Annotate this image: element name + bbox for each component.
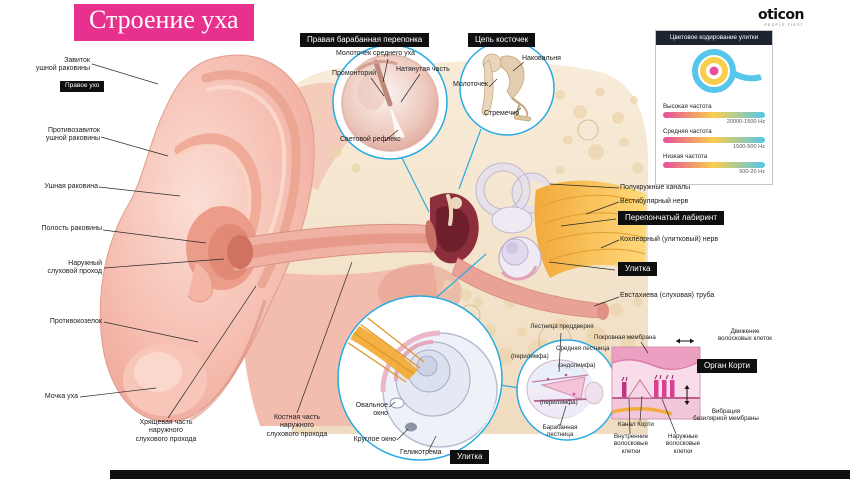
eardrum-badge: Правая барабанная перепонка [300, 33, 430, 47]
eustachian-tube [451, 257, 609, 320]
cochlea-color-coding-panel: Цветовое кодирование улитки Высокая част… [655, 30, 773, 185]
label-scala-media: Средняя лестница [556, 345, 610, 352]
right-ear-badge: Правое ухо [60, 81, 105, 92]
label-inner-hair-cells: Внутренние волосковые клетки [613, 433, 649, 455]
label-antitragus: Противокозелок [49, 318, 102, 325]
label-vestibular-nerve: Вестибулярный нерв [620, 198, 689, 205]
label-tectorial-membrane: Покровная мембрана [594, 334, 656, 341]
ear-canal [227, 194, 462, 272]
label-cochlear-nerve: Кохлеарный (улитковый) нерв [620, 236, 719, 243]
membranous-labyrinth-badge: Перепончатый лабиринт [618, 211, 725, 225]
label-auricle: Ушная раковина [44, 183, 98, 190]
label-perilymph-top: (перилимфа) [511, 353, 549, 360]
freq-range: 1500-500 Hz [732, 144, 765, 151]
semicircular-canals [475, 162, 553, 234]
label-earlobe: Мочка уха [44, 393, 78, 400]
cochlea-main [498, 236, 542, 281]
label-eustachian-tube: Евстахиева (слуховая) труба [620, 292, 715, 299]
color-panel-title: Цветовое кодирование улитки [656, 31, 772, 46]
label-malleus: Молоточек [452, 81, 488, 88]
page-title: Строение уха [74, 4, 254, 41]
auditory-nerve [534, 180, 646, 278]
freq-row-low: Низкая частота 500-20 Hz [656, 153, 772, 175]
label-scala-vestibuli: Лестница преддверия [530, 323, 594, 330]
freq-range: 20000-1500 Hz [726, 119, 765, 126]
label-helix: Завиток ушной раковины [35, 57, 90, 73]
freq-label: Высокая частота [663, 103, 712, 111]
label-incus: Наковальня [522, 55, 561, 62]
label-semicircular-canals: Полукружные каналы [620, 184, 691, 191]
label-cartilaginous-canal: Хрящевая часть наружного слухового прохо… [135, 419, 197, 443]
organ-of-corti-inset [611, 338, 701, 420]
label-promontory: Промонторий [332, 70, 377, 77]
freq-row-mid: Средняя частота 1500-500 Hz [656, 128, 772, 150]
leader-lines [79, 58, 677, 453]
label-antihelix: Противозавиток ушной раковины [45, 127, 100, 143]
label-outer-hair-cells: Наружные волосковые клетки [665, 433, 701, 455]
label-round-window: Круглое окно [353, 436, 396, 443]
cochlea-badge-right: Улитка [618, 262, 658, 276]
freq-bar [663, 112, 765, 119]
label-endolymph: (эндолимфа) [558, 362, 596, 369]
cochlea-inset [337, 295, 503, 461]
label-pars-tensa: Натянутая часть [396, 66, 450, 73]
label-stapes: Стремечко [484, 110, 520, 117]
brand-logo: oticon PEOPLE FIRST [748, 7, 805, 27]
label-helicotrema: Геликотрема [400, 449, 442, 456]
footer-bar [110, 470, 850, 479]
label-hair-cell-movement: Движение волосковых клеток [717, 328, 773, 343]
label-concha: Полость раковины [41, 225, 102, 232]
brand-name: oticon [758, 7, 805, 23]
label-oval-window: Овальное окно [355, 402, 388, 418]
freq-bar [663, 137, 765, 144]
freq-range: 500-20 Hz [739, 169, 765, 176]
label-perilymph-bottom: (перилимфа) [540, 399, 578, 406]
label-ear-canal: Наружный слуховой проход [47, 260, 102, 276]
label-bony-canal: Костная часть наружного слухового проход… [266, 414, 328, 438]
label-corti-canal: Канал Корти [618, 421, 654, 428]
brand-tagline: PEOPLE FIRST [764, 23, 804, 27]
freq-label: Средняя частота [663, 128, 712, 136]
label-scala-tympani: Барабанная лестница [542, 424, 578, 439]
label-malleus-middle-ear: Молоточек среднего уха [336, 50, 415, 57]
cochlea-color-spiral-icon [692, 49, 762, 94]
middle-ear [430, 193, 479, 264]
label-basilar-vibration: Вибрация базилярной мембраны [693, 408, 759, 423]
freq-label: Низкая частота [663, 153, 708, 161]
movement-arrows [676, 338, 694, 405]
cochlea-inset-badge: Улитка [450, 450, 490, 464]
organ-of-corti-badge: Орган Корти [697, 359, 758, 373]
freq-bar [663, 162, 765, 169]
freq-row-high: Высокая частота 20000-1500 Hz [656, 103, 772, 125]
label-light-reflex: Световой рефлекс [340, 136, 401, 143]
eardrum-inset [332, 44, 448, 160]
cross-section-inset [516, 339, 618, 441]
ossicular-chain-badge: Цепь косточек [468, 33, 536, 47]
